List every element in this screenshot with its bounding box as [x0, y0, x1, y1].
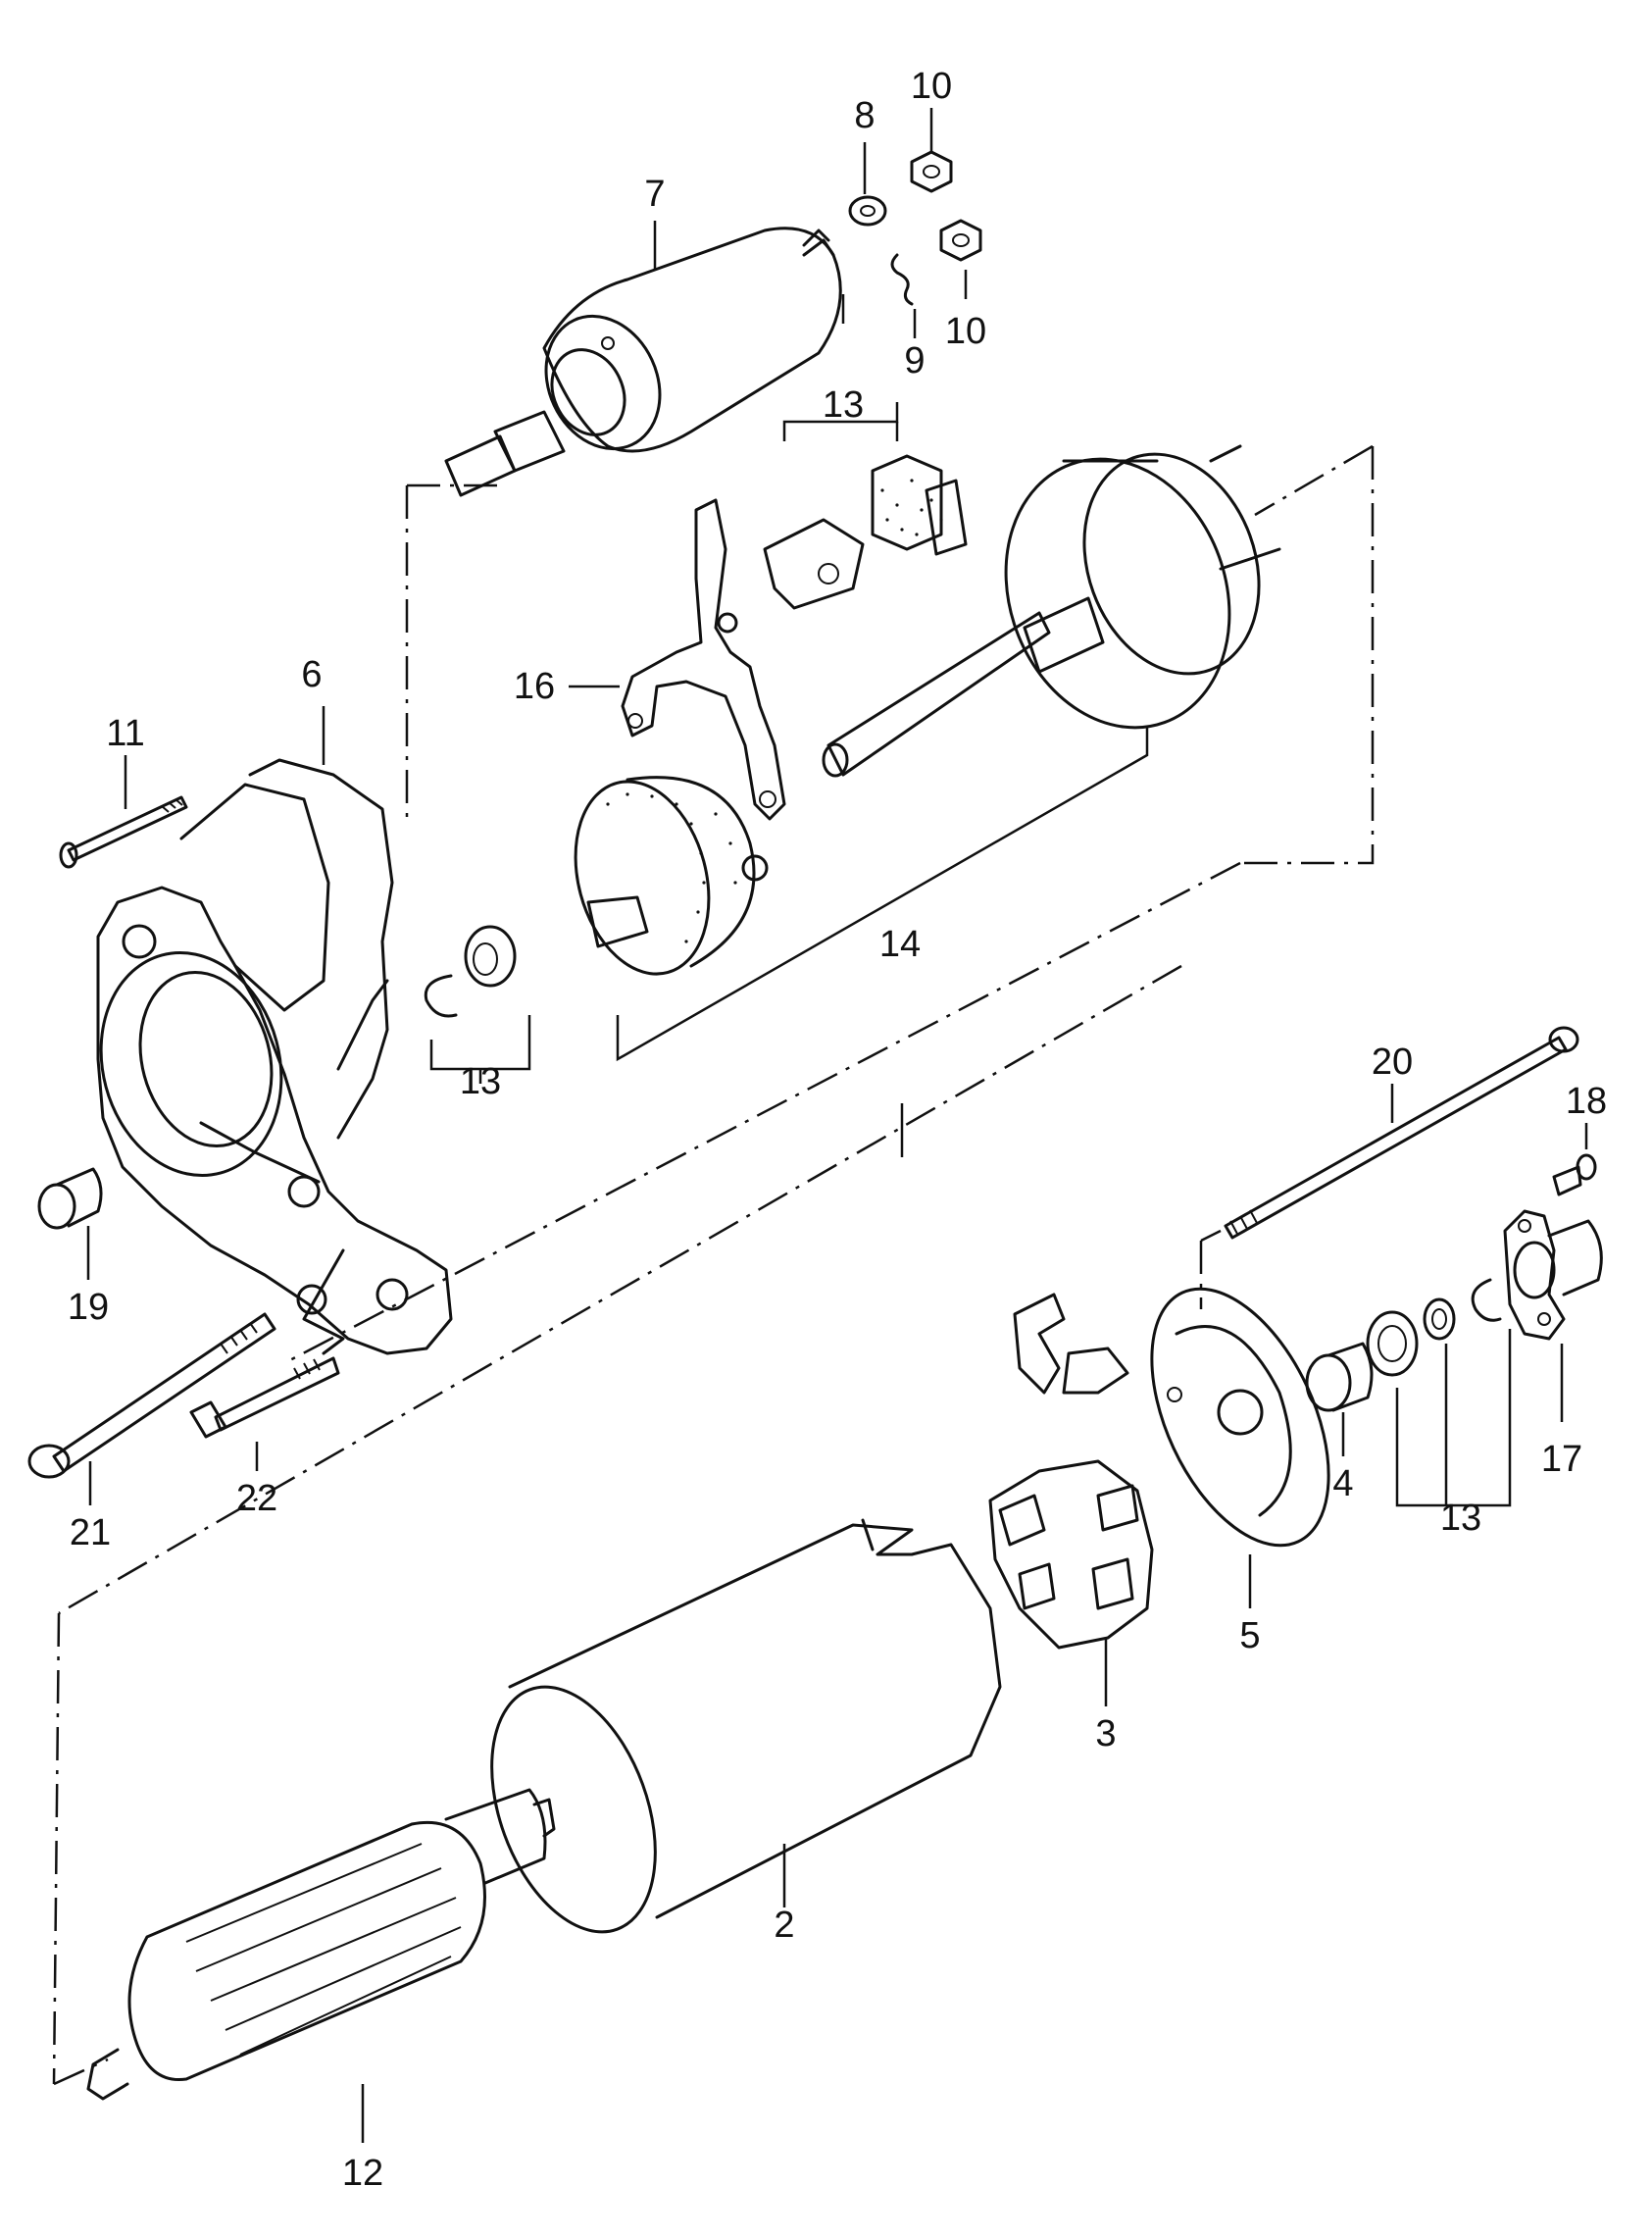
clip-part-9 [890, 253, 914, 306]
cap-part-17 [1503, 1209, 1603, 1341]
callout-10-lower: 10 [945, 311, 986, 352]
callout-7: 7 [644, 174, 665, 215]
callout-13-top: 13 [823, 384, 864, 426]
end-cover-part-5 [1150, 1287, 1330, 1548]
callout-labels: 2 3 4 5 6 7 8 9 10 10 11 12 13 13 13 14 … [68, 66, 1607, 2194]
long-bolt-part-20 [1224, 1026, 1579, 1240]
callout-13-right: 13 [1440, 1498, 1481, 1539]
bush-part-4 [1305, 1342, 1374, 1412]
callout-4: 4 [1332, 1463, 1353, 1504]
callout-9: 9 [904, 340, 925, 381]
callout-12: 12 [342, 2153, 383, 2194]
bolt-part-22 [189, 1356, 340, 1439]
callout-19: 19 [68, 1287, 109, 1328]
callout-8: 8 [854, 95, 875, 136]
callout-16: 16 [514, 666, 555, 707]
fork-lever-part-16 [621, 498, 786, 821]
drive-pinion-part-14 [574, 776, 769, 976]
solenoid-part-7 [444, 227, 842, 497]
armature-part-12 [86, 1788, 556, 2101]
screw-part-11 [59, 795, 188, 869]
bush-part-19 [37, 1167, 103, 1230]
pole-housing-part-2 [490, 1518, 1002, 1934]
callout-17: 17 [1541, 1439, 1582, 1480]
leader-lines [86, 108, 1588, 2143]
circlip-part-13-right [1471, 1278, 1502, 1322]
nut-part-10-lower [939, 219, 982, 262]
callout-18: 18 [1566, 1081, 1607, 1122]
stop-ring-part-13-middle [464, 925, 517, 988]
callout-11: 11 [106, 713, 144, 754]
callout-6: 6 [301, 654, 322, 695]
callout-22: 22 [236, 1478, 277, 1519]
screw-part-18 [1552, 1153, 1597, 1196]
washer-part-8 [848, 195, 887, 227]
bolt-part-21 [27, 1312, 276, 1479]
nut-part-10-upper [910, 150, 953, 193]
callout-5: 5 [1239, 1615, 1260, 1656]
assembly-lines [52, 444, 1375, 2086]
callout-2: 2 [774, 1905, 794, 1946]
callout-20: 20 [1372, 1042, 1413, 1083]
washer-part-13-right [1423, 1297, 1456, 1341]
brush-set-part-13-top [763, 454, 968, 610]
seal-ring-part-13-right [1366, 1310, 1419, 1377]
callout-10-upper: 10 [911, 66, 952, 107]
brush-holder-part-3 [988, 1293, 1154, 1650]
callout-14: 14 [879, 924, 921, 965]
callout-3: 3 [1095, 1713, 1116, 1754]
circlip-part-13-middle [424, 974, 458, 1018]
planetary-gearbox-part-14 [822, 444, 1281, 778]
callout-13-middle: 13 [460, 1061, 501, 1102]
drive-end-housing-part-6 [96, 758, 453, 1355]
callout-21: 21 [70, 1512, 111, 1553]
